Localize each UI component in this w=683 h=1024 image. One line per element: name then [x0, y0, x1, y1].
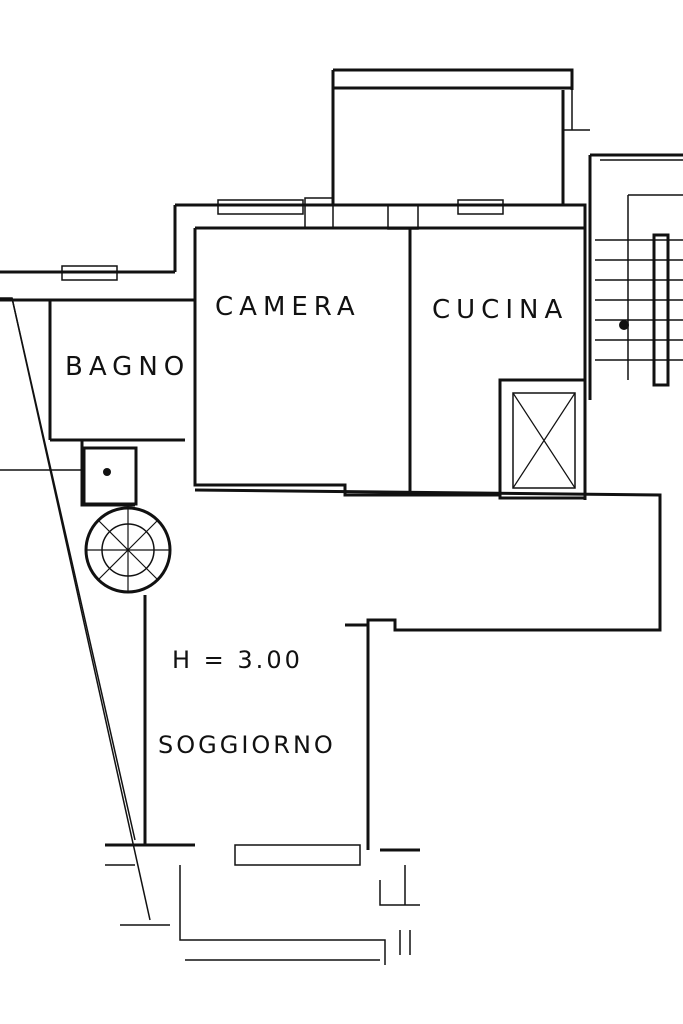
room-label-camera: CAMERA [215, 292, 361, 322]
staircase [588, 153, 683, 400]
top-balcony [331, 68, 590, 205]
windows-top [61, 197, 504, 281]
room-label-bagno: BAGNO [65, 352, 190, 382]
elevator-shaft [498, 378, 587, 500]
room-label-soggiorno: SOGGIORNO [158, 731, 336, 759]
left-boundary [0, 297, 151, 921]
room-label-cucina: CUCINA [432, 295, 568, 325]
spiral-stair [0, 446, 172, 594]
ceiling-height-label: H = 3.00 [172, 646, 303, 674]
living-walls [105, 488, 662, 965]
